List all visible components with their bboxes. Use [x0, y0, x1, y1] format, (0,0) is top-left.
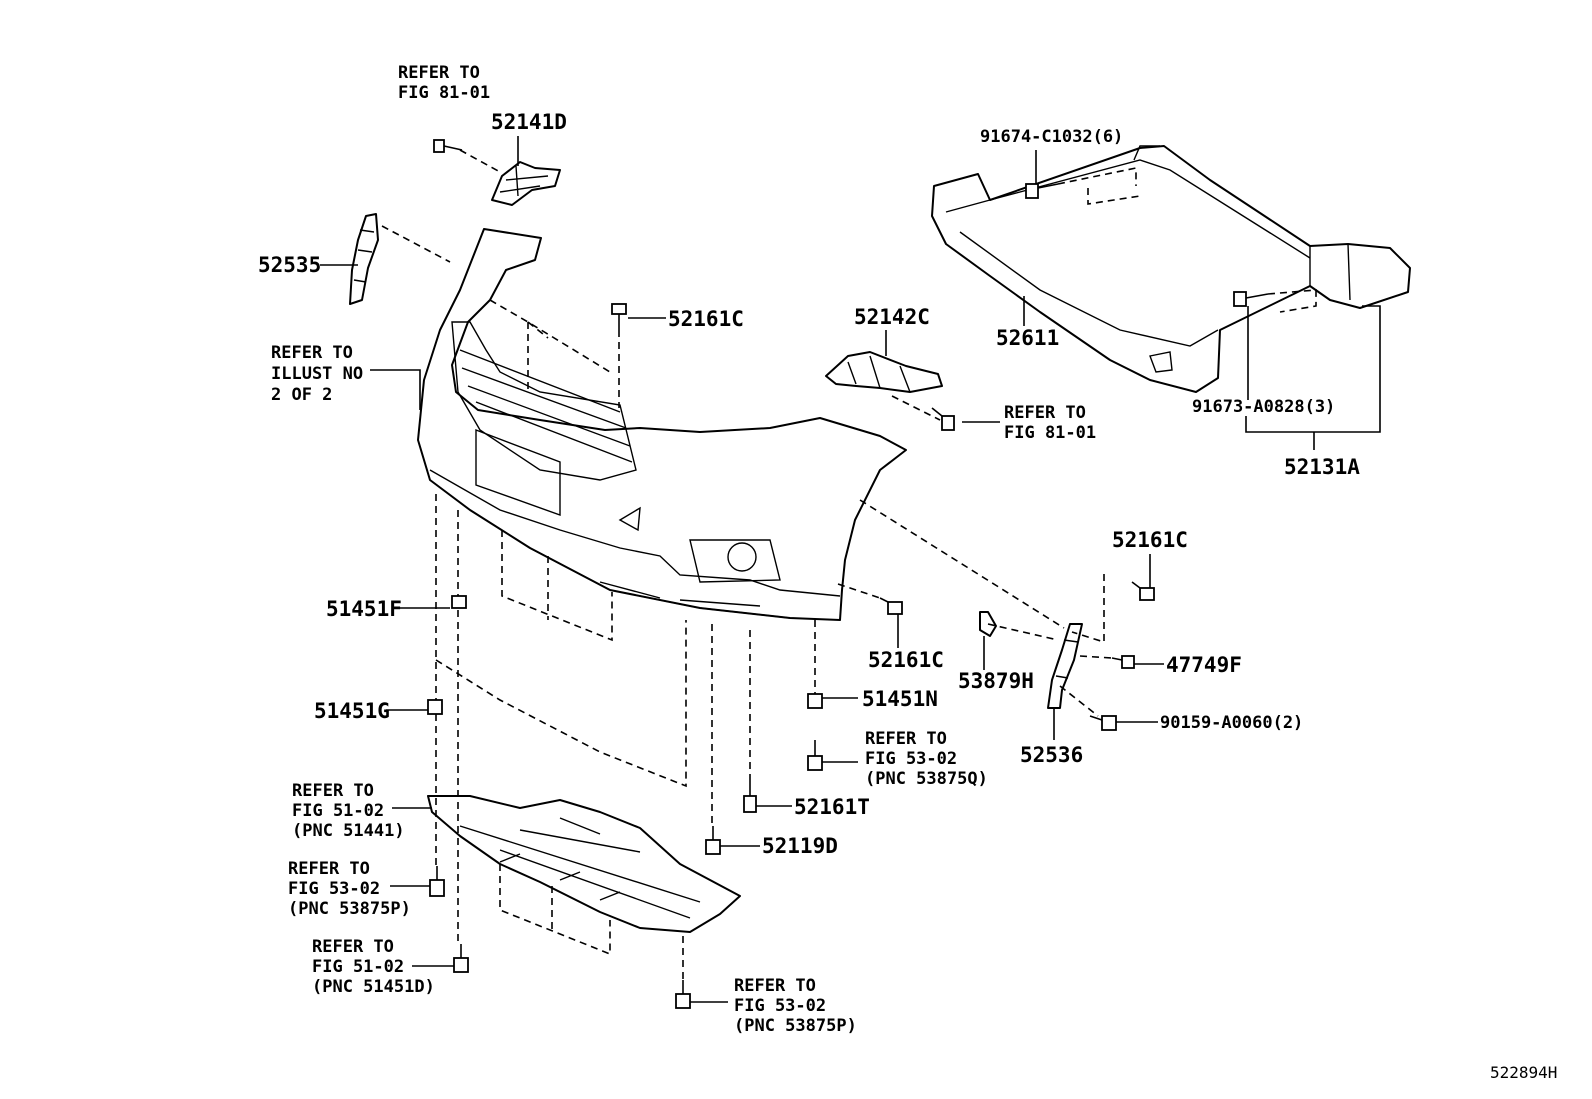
part-number-52119d: 52119D [762, 834, 838, 858]
part-number-52161c-mid: 52161C [868, 648, 944, 672]
bumper-cover [417, 228, 907, 621]
part-number-51451g: 51451G [314, 699, 390, 723]
svg-text:FIG 53-02: FIG 53-02 [288, 879, 380, 899]
svg-text:REFER TO: REFER TO [292, 781, 374, 801]
part-number-47749f: 47749F [1166, 653, 1242, 677]
bolt-icon [705, 826, 721, 855]
bracket-52142c [825, 351, 943, 393]
part-number-51451f: 51451F [326, 597, 402, 621]
svg-text:FIG 51-02: FIG 51-02 [292, 801, 384, 821]
dashed-assembly-lines [381, 149, 1317, 980]
svg-text:(PNC 53875Q): (PNC 53875Q) [865, 769, 988, 789]
svg-text:REFER TO: REFER TO [312, 937, 394, 957]
svg-text:REFER TO: REFER TO [271, 343, 353, 363]
svg-text:2 OF 2: 2 OF 2 [271, 385, 332, 405]
part-number-52536: 52536 [1020, 743, 1083, 767]
clip-icon [879, 597, 903, 615]
ref-note-53875p-left: REFER TO FIG 53-02 (PNC 53875P) [288, 859, 411, 919]
svg-text:REFER TO: REFER TO [288, 859, 370, 879]
ref-note-51441: REFER TO FIG 51-02 (PNC 51441) [292, 781, 405, 841]
ref-note-53875q: REFER TO FIG 53-02 (PNC 53875Q) [865, 729, 988, 789]
fasteners [427, 139, 1269, 1009]
svg-text:FIG 81-01: FIG 81-01 [1004, 423, 1096, 443]
part-number-labels: 52141D 52535 52161C 52142C 91674-C1032(6… [258, 110, 1360, 858]
ref-note-53875p-bottom: REFER TO FIG 53-02 (PNC 53875P) [734, 976, 857, 1036]
bolt-icon [1089, 715, 1117, 731]
svg-text:(PNC 51451D): (PNC 51451D) [312, 977, 435, 997]
nut-icon [427, 699, 443, 715]
ref-note-mid: REFER TO FIG 81-01 [1004, 403, 1096, 443]
retainer-52535 [349, 213, 379, 305]
bolt-icon [453, 944, 469, 973]
ref-note-illust: REFER TO ILLUST NO 2 OF 2 [271, 343, 363, 405]
part-number-52161t: 52161T [794, 795, 870, 819]
part-number-52161c-right: 52161C [1112, 528, 1188, 552]
svg-text:ILLUST NO: ILLUST NO [271, 364, 363, 384]
nut-icon [807, 693, 823, 709]
svg-text:FIG 51-02: FIG 51-02 [312, 957, 404, 977]
part-number-51451n: 51451N [862, 687, 938, 711]
part-number-91673: 91673-A0828(3) [1192, 397, 1335, 417]
svg-text:FIG 53-02: FIG 53-02 [865, 749, 957, 769]
part-number-91674: 91674-C1032(6) [980, 127, 1123, 147]
bolt-icon [743, 780, 757, 813]
retainer-52536 [1047, 623, 1083, 709]
clip-icon [611, 303, 627, 330]
bolt-icon [1025, 183, 1059, 199]
bolt-icon [807, 740, 823, 771]
bolt-icon [433, 139, 463, 153]
bracket-52141d [491, 161, 561, 206]
ref-note-51451d: REFER TO FIG 51-02 (PNC 51451D) [312, 937, 435, 997]
part-number-52611: 52611 [996, 326, 1059, 350]
part-number-52141d: 52141D [491, 110, 567, 134]
part-number-52142c: 52142C [854, 305, 930, 329]
svg-text:(PNC 53875P): (PNC 53875P) [734, 1016, 857, 1036]
ref-note-top: REFER TO FIG 81-01 [398, 63, 490, 103]
bumper-reinforcement [931, 145, 1411, 393]
bolt-icon [675, 980, 691, 1009]
reference-notes: REFER TO FIG 81-01 REFER TO ILLUST NO 2 … [271, 63, 1096, 1036]
illustration-id: 522894H [1490, 1063, 1557, 1082]
svg-text:REFER TO: REFER TO [398, 63, 480, 83]
svg-text:FIG 81-01: FIG 81-01 [398, 83, 490, 103]
bolt-icon [1233, 291, 1269, 307]
svg-text:FIG 53-02: FIG 53-02 [734, 996, 826, 1016]
svg-text:REFER TO: REFER TO [734, 976, 816, 996]
nut-icon [451, 595, 467, 609]
part-number-52161c-top: 52161C [668, 307, 744, 331]
svg-text:REFER TO: REFER TO [1004, 403, 1086, 423]
bolt-icon [931, 407, 955, 431]
clip-icon [1131, 581, 1155, 601]
svg-text:REFER TO: REFER TO [865, 729, 947, 749]
leader-lines [320, 136, 1381, 1003]
part-number-52131a: 52131A [1284, 455, 1360, 479]
clip-icon [1111, 655, 1135, 669]
part-number-53879h: 53879H [958, 669, 1034, 693]
svg-text:(PNC 51441): (PNC 51441) [292, 821, 405, 841]
part-number-52535: 52535 [258, 253, 321, 277]
bolt-icon [429, 866, 445, 897]
svg-text:(PNC 53875P): (PNC 53875P) [288, 899, 411, 919]
engine-under-cover [427, 795, 741, 933]
part-number-90159: 90159-A0060(2) [1160, 713, 1303, 733]
